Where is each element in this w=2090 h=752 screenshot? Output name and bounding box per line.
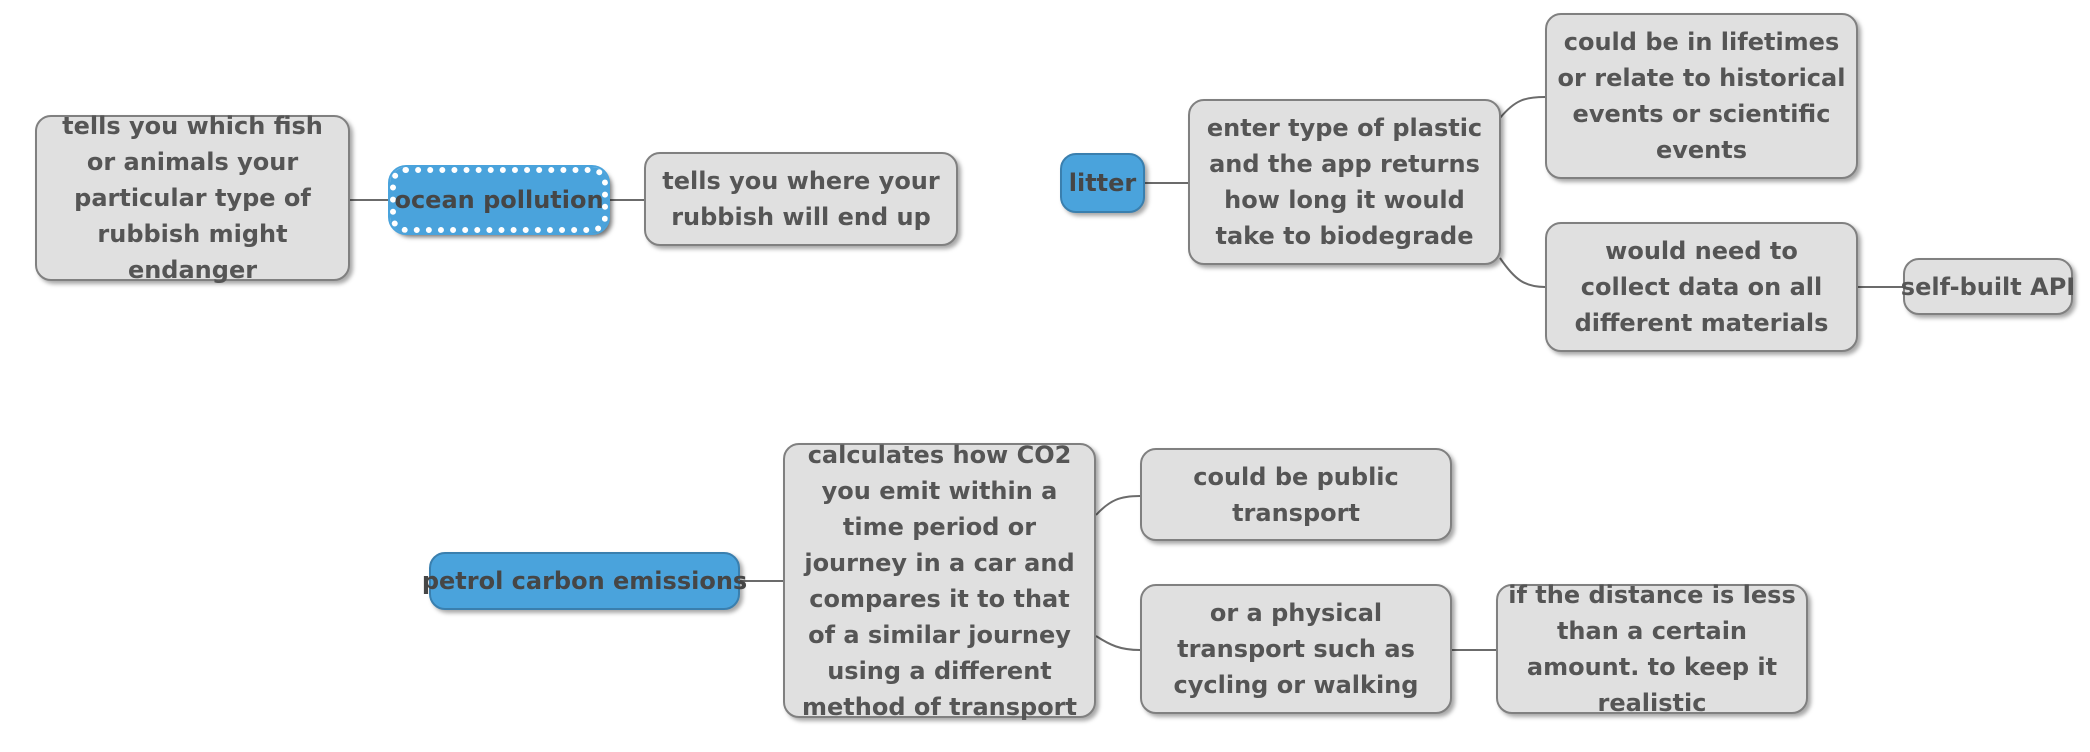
root-litter[interactable]: litter [1060,153,1145,213]
node-distance-realistic[interactable]: if the distance is less than a certain a… [1496,581,1808,717]
node-rubbish-end-up[interactable]: tells you where your rubbish will end up [644,152,958,246]
node-self-built-api[interactable]: self-built API [1901,258,2075,315]
node-physical-transport[interactable]: or a physical transport such as cycling … [1140,584,1452,714]
link-main-sub-top [1499,96,1546,119]
link-main-public [1095,495,1141,516]
node-fish-endanger[interactable]: tells you which fish or animals your par… [35,112,350,284]
node-biodegrade[interactable]: enter type of plastic and the app return… [1188,99,1501,265]
root-petrol-carbon-emissions[interactable]: petrol carbon emissions [422,552,747,610]
link-main-physical [1095,635,1141,651]
root-ocean-pollution[interactable]: ocean pollution [388,165,610,235]
node-collect-data[interactable]: would need to collect data on all differ… [1545,222,1858,352]
node-lifetimes[interactable]: could be in lifetimes or relate to histo… [1545,13,1858,179]
node-co2-calculation[interactable]: calculates how CO2 you emit within a tim… [783,441,1096,721]
node-public-transport[interactable]: could be public transport [1140,448,1452,541]
link-main-sub-bottom [1499,257,1546,288]
